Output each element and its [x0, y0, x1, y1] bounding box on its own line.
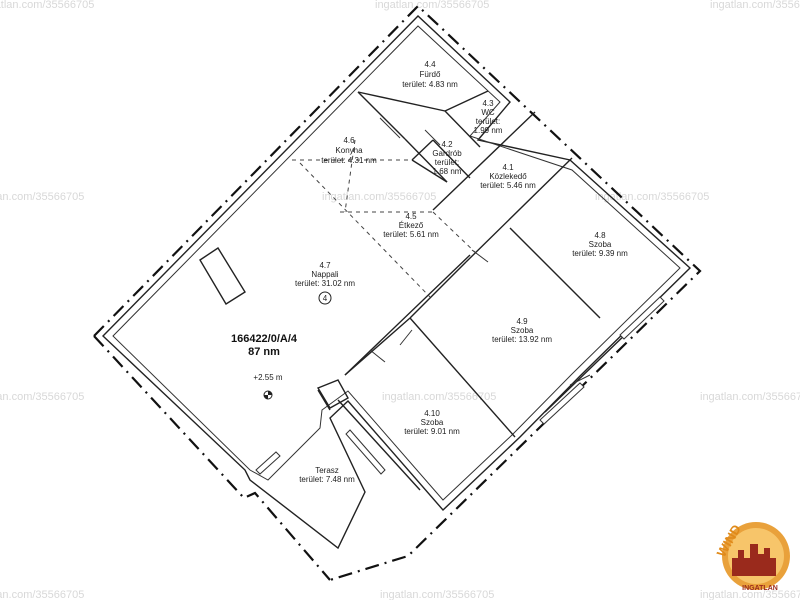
- watermark: ingatlan.com/35566705: [380, 589, 494, 600]
- watermark: ingatlan.com/35566705: [0, 589, 84, 600]
- room-area: terület: 13.92 nm: [492, 335, 552, 344]
- room-number: 4.9: [516, 317, 528, 326]
- room-4-10: 4.10 Szoba terület: 9.01 nm: [404, 409, 460, 436]
- wind-ingatlan-logo: WIND INGATLAN: [714, 522, 790, 592]
- room-area: 1.68 nm: [433, 167, 462, 176]
- watermark: ingatlan.com/35566705: [700, 589, 800, 600]
- room-name: Étkező: [399, 221, 424, 230]
- unit-badge: [318, 291, 332, 305]
- room-name: Konyha: [335, 146, 363, 155]
- watermark: ingatlan.com/35566705: [382, 391, 496, 403]
- room-4-8: 4.8 Szoba terület: 9.39 nm: [572, 231, 628, 258]
- plan-info: 166422/0/A/4 87 nm +2.55 m: [231, 333, 298, 400]
- room-4-4: 4.4 Fürdő terület: 4.83 nm: [402, 60, 458, 89]
- room-name: Nappali: [311, 270, 338, 279]
- room-area: terület: 4.83 nm: [402, 80, 458, 89]
- room-area: terület: 9.39 nm: [572, 249, 628, 258]
- zone-divisions: [292, 139, 479, 298]
- room-name: Gardrób: [432, 149, 462, 158]
- room-labels: 4.4 Fürdő terület: 4.83 nm 4.3 WC terüle…: [295, 60, 628, 484]
- room-number: 4.2: [441, 140, 453, 149]
- room-terrace: Terasz terület: 7.48 nm: [299, 466, 355, 484]
- watermark: ingatlan.com/35566705: [0, 191, 84, 203]
- watermark: ingatlan.com/35566705: [710, 0, 800, 11]
- room-number: 4.10: [424, 409, 440, 418]
- watermark: ingatlan.com/35566705: [322, 191, 436, 203]
- room-number: 4.1: [502, 163, 514, 172]
- room-4-3: 4.3 WC terület: 1.99 nm: [474, 99, 503, 135]
- room-area: 1.99 nm: [474, 126, 503, 135]
- room-number: 4.5: [405, 212, 417, 221]
- exterior-walls: [101, 15, 692, 550]
- windows: [255, 296, 665, 475]
- watermark: ingatlan.com/35566705: [700, 391, 800, 403]
- room-name: Szoba: [421, 418, 444, 427]
- interior-walls: [199, 90, 631, 491]
- room-area: terület: 7.48 nm: [299, 475, 355, 484]
- logo-text-bottom: INGATLAN: [742, 585, 778, 592]
- room-4-9: 4.9 Szoba terület: 13.92 nm: [492, 317, 552, 344]
- room-4-7: 4.7 Nappali terület: 31.02 nm 4: [295, 261, 355, 305]
- watermark: ingatlan.com/35566705: [595, 191, 709, 203]
- room-4-1: 4.1 Közlekedő terület: 5.46 nm: [480, 163, 536, 190]
- room-number: 4.4: [424, 60, 436, 69]
- room-area: terület: 31.02 nm: [295, 279, 355, 288]
- room-number: 4.3: [482, 99, 494, 108]
- room-area-label: terület:: [476, 117, 500, 126]
- room-name: Szoba: [589, 240, 612, 249]
- watermark: ingatlan.com/35566705: [0, 391, 84, 403]
- room-name: Fürdő: [420, 70, 441, 79]
- room-name: Közlekedő: [489, 172, 527, 181]
- room-number: 4.7: [319, 261, 331, 270]
- room-area: terület: 5.61 nm: [383, 230, 439, 239]
- room-name: Szoba: [511, 326, 534, 335]
- room-area-label: terület:: [435, 158, 459, 167]
- room-area: terület: 5.46 nm: [480, 181, 536, 190]
- unit-badge-number: 4: [323, 294, 328, 303]
- apartment-boundary: [93, 4, 702, 582]
- room-name: WC: [481, 108, 495, 117]
- room-4-6: 4.6 Konyha terület: 4.31 nm: [321, 136, 377, 165]
- room-4-2: 4.2 Gardrób terület: 1.68 nm: [432, 140, 462, 176]
- plan-id: 166422/0/A/4: [231, 333, 298, 345]
- level-label: +2.55 m: [253, 373, 282, 382]
- watermark: ingatlan.com/35566705: [375, 0, 489, 11]
- room-area: terület: 9.01 nm: [404, 427, 460, 436]
- room-area: terület: 4.31 nm: [321, 156, 377, 165]
- room-number: 4.6: [343, 136, 355, 145]
- doors: [369, 117, 591, 386]
- plan-area: 87 nm: [248, 346, 280, 358]
- room-name: Terasz: [315, 466, 339, 475]
- watermark: ingatlan.com/35566705: [0, 0, 94, 11]
- room-4-5: 4.5 Étkező terület: 5.61 nm: [383, 212, 439, 239]
- level-marker-icon: [263, 390, 273, 400]
- room-number: 4.8: [594, 231, 606, 240]
